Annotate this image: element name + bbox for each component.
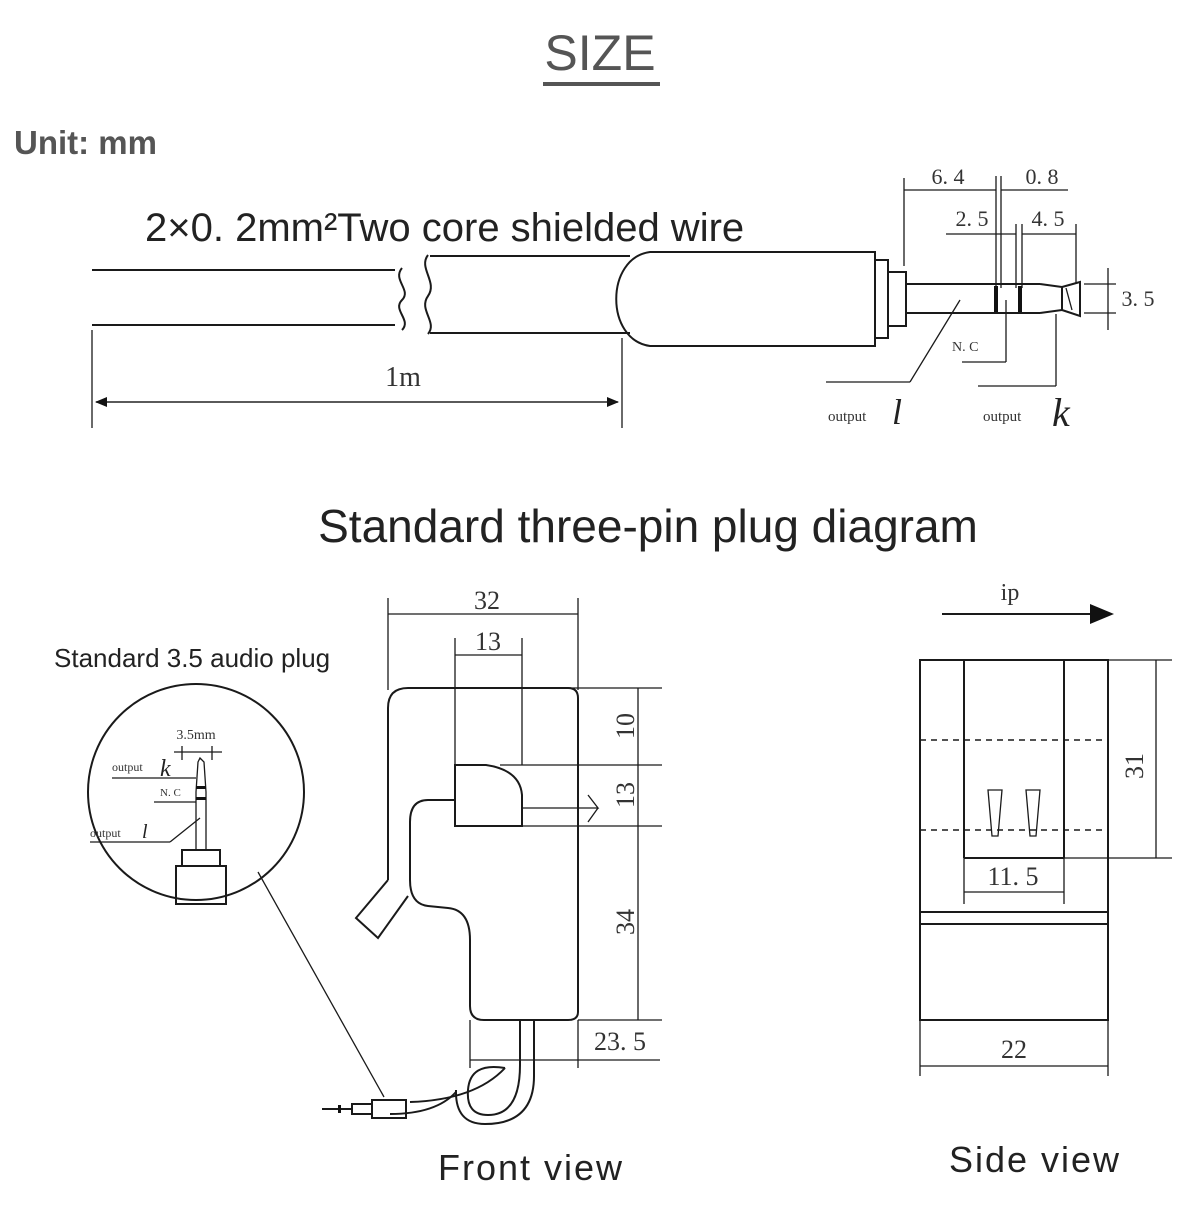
plug-housing — [615, 251, 1081, 347]
cable-drawing: 2×0. 2mm²Two core shielded wire — [91, 164, 1155, 435]
side-view: ip 31 11. 5 22 Side view — [919, 580, 1172, 1180]
ip-label: ip — [1001, 580, 1020, 606]
svg-text:3.5mm: 3.5mm — [176, 728, 215, 743]
svg-text:0. 8: 0. 8 — [1026, 164, 1059, 189]
dim-23-5: 23. 5 — [594, 1027, 646, 1056]
front-body-outline — [408, 687, 579, 1021]
side-body-outline — [919, 659, 1109, 1021]
audio-plug-title: Standard 3.5 audio plug — [54, 643, 330, 673]
svg-text:l: l — [892, 392, 902, 432]
output-leaders: output l N. C output k — [826, 299, 1071, 435]
unit-label: Unit: mm — [14, 124, 157, 161]
svg-text:l: l — [142, 821, 148, 843]
dim-34: 34 — [611, 909, 640, 935]
dim-31: 31 — [1120, 753, 1149, 779]
length-label: 1m — [385, 362, 421, 393]
mini-plug — [175, 756, 227, 905]
side-view-caption: Side view — [949, 1139, 1121, 1180]
section-title: Standard three-pin plug diagram — [318, 500, 978, 552]
page-title: SIZE — [544, 25, 655, 81]
dim-13-side: 13 — [611, 782, 640, 808]
svg-text:2. 5: 2. 5 — [956, 206, 989, 231]
svg-text:k: k — [160, 756, 171, 782]
svg-text:output: output — [90, 826, 121, 840]
dim-32: 32 — [474, 586, 500, 615]
front-view: 32 13 10 13 34 23. 5 Front view — [322, 586, 662, 1188]
svg-text:N. C: N. C — [160, 787, 181, 799]
audio-plug-detail: Standard 3.5 audio plug 3.5mm output k N… — [54, 643, 385, 1098]
length-dimension: 1m — [91, 330, 623, 428]
svg-text:output: output — [828, 409, 867, 425]
dim-11-5: 11. 5 — [987, 862, 1038, 891]
dim-10: 10 — [611, 713, 640, 739]
tip-dimensions: 6. 4 0. 8 2. 5 4. 5 3. 5 — [903, 164, 1155, 330]
dim-22: 22 — [1001, 1035, 1027, 1064]
svg-text:3. 5: 3. 5 — [1122, 286, 1155, 311]
svg-text:output: output — [112, 760, 143, 774]
wire-body — [92, 254, 630, 335]
wire-label: 2×0. 2mm²Two core shielded wire — [145, 206, 744, 250]
svg-text:N. C: N. C — [952, 340, 978, 355]
svg-text:6. 4: 6. 4 — [932, 164, 965, 189]
magnifier-leader — [257, 871, 385, 1098]
front-view-caption: Front view — [438, 1147, 624, 1188]
dim-13-top: 13 — [475, 627, 501, 656]
svg-text:k: k — [1052, 390, 1071, 435]
svg-text:output: output — [983, 409, 1022, 425]
svg-text:4. 5: 4. 5 — [1032, 206, 1065, 231]
plug-magnifier-circle — [87, 683, 305, 901]
wire-break-mark — [398, 267, 406, 331]
